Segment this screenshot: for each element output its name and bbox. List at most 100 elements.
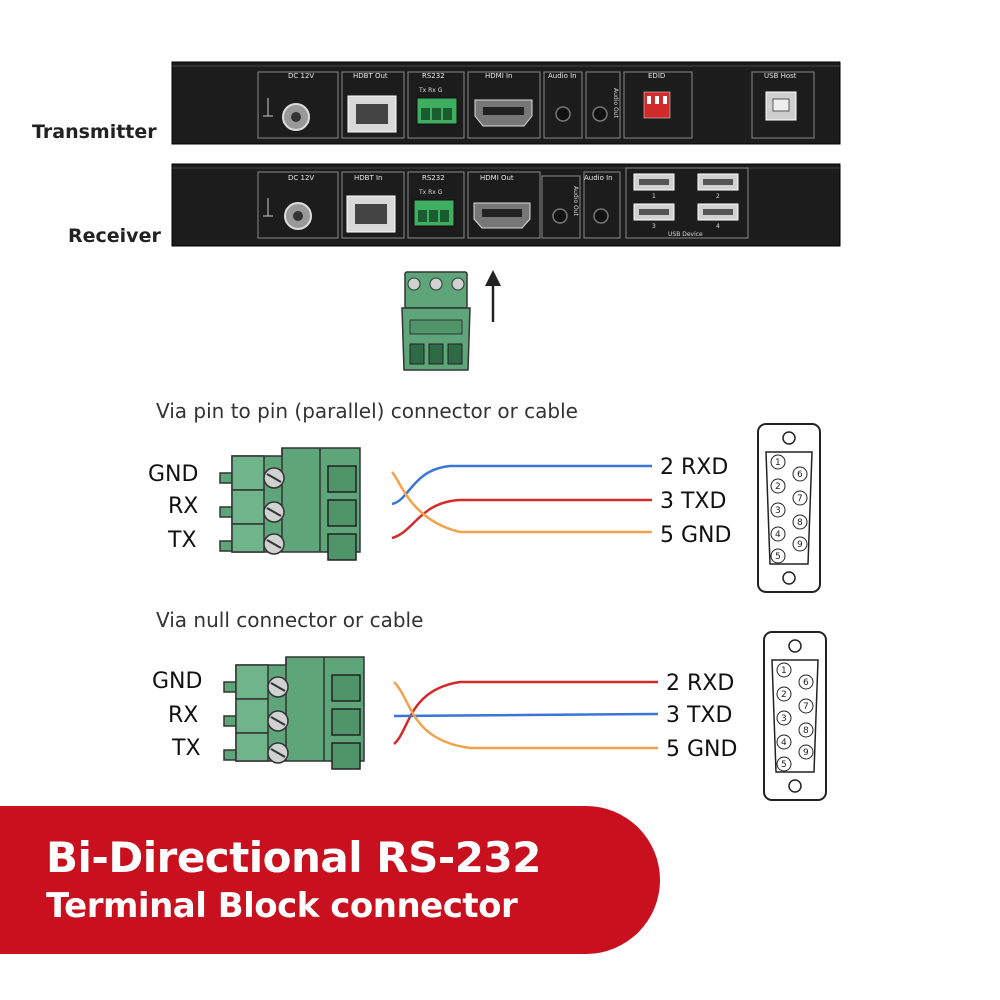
- rx-audio-in-label: Audio In: [584, 174, 613, 182]
- svg-text:5: 5: [781, 760, 787, 770]
- svg-text:1: 1: [652, 193, 656, 200]
- tx-dc-port-label: DC 12V: [288, 72, 314, 80]
- tx-audio-out-label: Audio Out: [612, 88, 619, 118]
- svg-text:4: 4: [716, 223, 720, 230]
- product-banner: Bi-Directional RS-232 Terminal Block con…: [0, 806, 660, 954]
- rx-rs232-pin-labels: Tx Rx G: [418, 189, 443, 196]
- db9-pin-1: 1: [770, 454, 786, 470]
- svg-text:8: 8: [797, 518, 803, 528]
- rx-dc-port-label: DC 12V: [288, 174, 314, 182]
- svg-text:9: 9: [797, 540, 803, 550]
- tx-audio-in-jack: [555, 106, 571, 122]
- db9-pin-9: 9: [792, 536, 808, 552]
- db9-pin-5: 5: [776, 756, 792, 772]
- svg-text:2: 2: [775, 482, 781, 492]
- rx-usb-port-2: [697, 173, 739, 191]
- rx-usb-port-1: [633, 173, 675, 191]
- wire-blue-rx: [391, 464, 652, 506]
- tx-ground-icon: [263, 98, 273, 117]
- rx-usb-port-3: [633, 203, 675, 221]
- db9-pin-7: 7: [792, 490, 808, 506]
- null-gnd-label: GND: [152, 669, 202, 694]
- parallel-wires: [391, 464, 652, 540]
- db9-pin-2: 2: [770, 478, 786, 494]
- rx-usb-port-4: [697, 203, 739, 221]
- tx-edid-dip-switch: [643, 91, 671, 119]
- parallel-rxd-label: 2 RXD: [660, 455, 728, 480]
- wire-orange-gnd: [391, 471, 652, 534]
- svg-text:3: 3: [781, 714, 787, 724]
- svg-text:1: 1: [775, 458, 781, 468]
- parallel-txd-label: 3 TXD: [660, 489, 726, 514]
- receiver-panel: DC 12V HDBT In RS232 Tx Rx G HDMI Out Au…: [171, 163, 841, 247]
- transmitter-label: Transmitter: [32, 121, 157, 143]
- null-wire-blue: [393, 712, 659, 718]
- null-wire-orange: [393, 681, 658, 750]
- rx-hdbt-port-label: HDBT In: [354, 174, 382, 182]
- parallel-rx-label: RX: [168, 494, 198, 519]
- null-txd-label: 3 TXD: [666, 703, 732, 728]
- db9-pin-3: 3: [776, 710, 792, 726]
- tx-edid-label: EDID: [648, 72, 665, 80]
- rx-audio-in-jack: [593, 208, 609, 224]
- null-rx-label: RX: [168, 703, 198, 728]
- rx-hdmi-port-label: HDMI Out: [480, 174, 514, 182]
- terminal-plug-image: [401, 271, 471, 371]
- svg-text:2: 2: [716, 193, 720, 200]
- parallel-terminal-block: [220, 448, 360, 560]
- null-db9-connector: 1 2 3 4 5 6 7 8 9: [763, 631, 827, 801]
- svg-text:6: 6: [797, 470, 803, 480]
- rx-audio-out-label: Audio Out: [572, 186, 579, 216]
- db9-pin-4: 4: [770, 526, 786, 542]
- null-wires: [393, 680, 659, 750]
- svg-text:9: 9: [803, 748, 809, 758]
- db9-pin-6: 6: [798, 674, 814, 690]
- svg-text:4: 4: [775, 530, 781, 540]
- db9-pin-6: 6: [792, 466, 808, 482]
- svg-text:4: 4: [781, 738, 787, 748]
- svg-text:6: 6: [803, 678, 809, 688]
- tx-rs232-port-label: RS232: [422, 72, 445, 80]
- null-terminal-block: [224, 657, 364, 769]
- tx-audio-in-label: Audio In: [548, 72, 577, 80]
- tx-audio-out-jack: [592, 106, 608, 122]
- db9-pin-1: 1: [776, 662, 792, 678]
- db9-pin-2: 2: [776, 686, 792, 702]
- rx-ground-icon: [263, 198, 273, 217]
- null-wire-red: [393, 680, 658, 745]
- wire-red-tx: [391, 498, 652, 540]
- tx-usb-host-label: USB Host: [764, 72, 797, 80]
- banner-title: Bi-Directional RS-232: [46, 833, 541, 882]
- rx-audio-out-jack: [552, 208, 568, 224]
- db9-pin-8: 8: [798, 722, 814, 738]
- svg-text:2: 2: [781, 690, 787, 700]
- parallel-gnd-pin-label: 5 GND: [660, 523, 731, 548]
- null-rxd-label: 2 RXD: [666, 671, 734, 696]
- parallel-tx-label: TX: [167, 528, 197, 553]
- banner-subtitle: Terminal Block connector: [46, 886, 518, 926]
- tx-hdmi-port-label: HDMI In: [485, 72, 512, 80]
- svg-text:3: 3: [775, 506, 781, 516]
- svg-text:5: 5: [775, 552, 781, 562]
- parallel-section-title: Via pin to pin (parallel) connector or c…: [156, 399, 578, 423]
- db9-pin-3: 3: [770, 502, 786, 518]
- svg-text:8: 8: [803, 726, 809, 736]
- db9-pin-9: 9: [798, 744, 814, 760]
- parallel-db9-connector: 1 2 3 4 5 6 7 8 9: [757, 423, 821, 593]
- null-tx-label: TX: [171, 736, 201, 761]
- rx-usb-device-label: USB Device: [668, 231, 703, 238]
- tx-hdbt-port-label: HDBT Out: [353, 72, 388, 80]
- null-gnd-pin-label: 5 GND: [666, 737, 737, 762]
- db9-pin-4: 4: [776, 734, 792, 750]
- transmitter-panel: DC 12V HDBT Out RS232 Tx Rx G HDMI In Au…: [171, 61, 841, 145]
- tx-rs232-pin-labels: Tx Rx G: [418, 87, 443, 94]
- db9-pin-5: 5: [770, 548, 786, 564]
- db9-pin-7: 7: [798, 698, 814, 714]
- receiver-label: Receiver: [68, 225, 161, 247]
- svg-text:1: 1: [781, 666, 787, 676]
- null-section-title: Via null connector or cable: [156, 608, 423, 632]
- svg-text:3: 3: [652, 223, 656, 230]
- rx-rs232-port-label: RS232: [422, 174, 445, 182]
- up-arrow-icon: [485, 270, 501, 322]
